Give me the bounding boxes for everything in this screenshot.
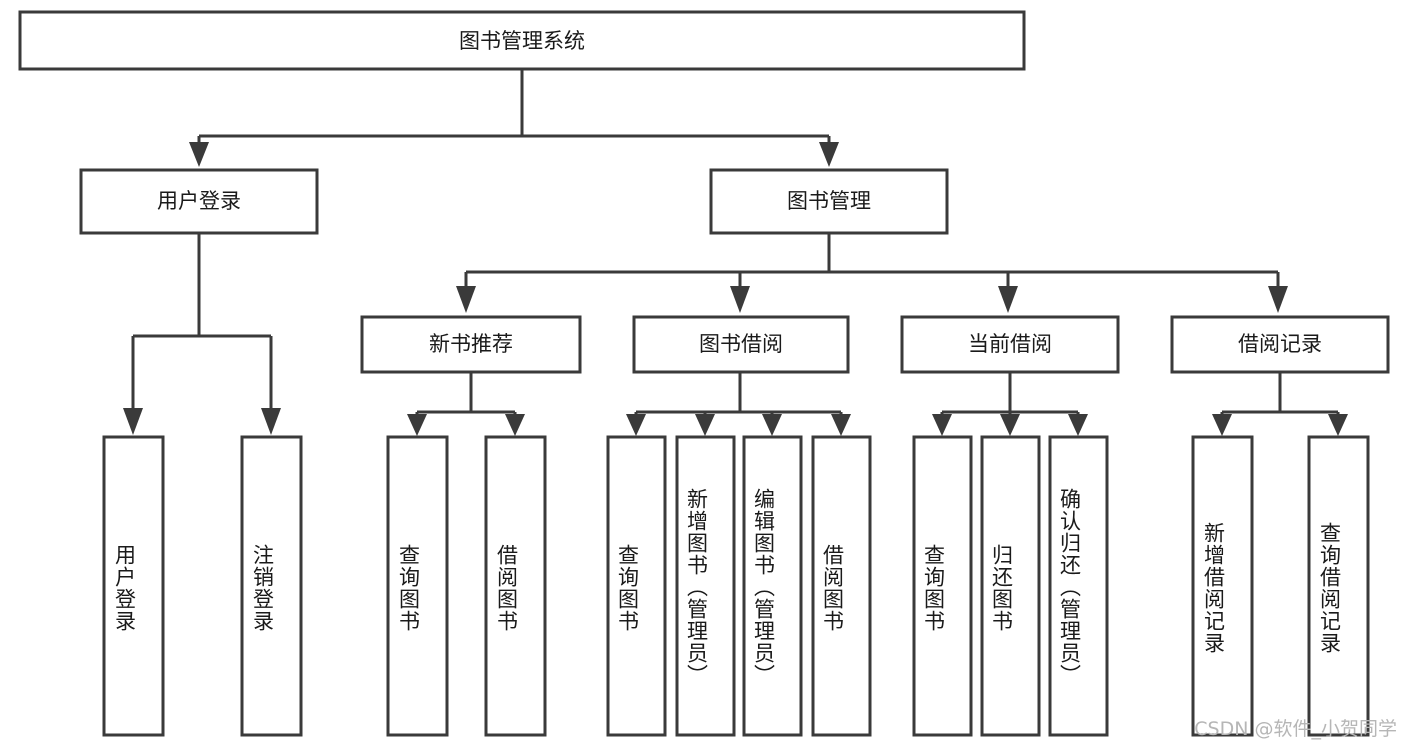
arrowhead-current-borrow [998,286,1018,313]
leaf-group-book-borrow [606,435,872,737]
node-user-login[interactable]: 用户登录 [79,168,319,235]
leaf-box-borrow-book-b[interactable] [811,435,872,737]
arrowhead-leaf-edit-book [762,414,782,436]
leaf-box-add-book[interactable] [675,435,736,737]
arrowhead-leaf-return-book [1000,414,1020,436]
node-new-book-recommend-label: 新书推荐 [429,332,513,356]
edge-group-borrowrecord-to-leaves [1212,372,1348,436]
arrowhead-user-login [189,142,209,167]
node-book-borrow-label: 图书借阅 [699,332,783,356]
arrowhead-leaf-query-book-a [407,414,427,436]
edge-group-root-to-level2 [189,69,839,167]
leaf-box-query-record[interactable] [1307,435,1370,737]
arrowhead-leaf-logout [261,408,281,435]
node-root[interactable]: 图书管理系统 [18,10,1026,71]
leaf-box-return-book[interactable] [980,435,1041,737]
leaf-box-query-book-a[interactable] [386,435,449,737]
arrowhead-book-manage [819,142,839,167]
node-root-box[interactable] [18,10,1026,71]
leaf-box-query-book-b[interactable] [606,435,667,737]
leaf-box-borrow-book-a[interactable] [484,435,547,737]
arrowhead-leaf-confirm-return [1068,414,1088,436]
leaf-box-confirm-return[interactable] [1048,435,1109,737]
arrowhead-leaf-add-record [1212,414,1232,436]
node-current-borrow-label: 当前借阅 [968,332,1052,356]
node-book-borrow[interactable]: 图书借阅 [632,315,850,374]
leaf-box-edit-book[interactable] [742,435,803,737]
arrowhead-book-borrow [730,286,750,313]
arrowhead-leaf-query-book-c [932,414,952,436]
leaf-box-logout[interactable] [240,435,303,737]
arrowhead-leaf-query-record [1328,414,1348,436]
csdn-watermark: CSDN @软件_小贺同学 [1194,718,1397,740]
node-current-borrow-box[interactable] [900,315,1120,374]
leaf-group-borrow-record [1191,435,1370,737]
leaf-group-current-borrow [912,435,1109,737]
node-book-borrow-box[interactable] [632,315,850,374]
node-book-manage-label: 图书管理 [787,189,871,213]
leaf-group-new-book-recommend [386,435,547,737]
node-new-book-recommend[interactable]: 新书推荐 [360,315,582,374]
node-user-login-label: 用户登录 [157,189,241,213]
node-borrow-record[interactable]: 借阅记录 [1170,315,1390,374]
edge-group-userlogin-to-leaves [123,233,281,435]
arrowhead-leaf-borrow-book-a [505,414,525,436]
leaf-box-query-book-c[interactable] [912,435,973,737]
arrowhead-new-book-recommend [456,286,476,313]
edge-group-bookmanage-to-level3 [456,233,1288,313]
arrowhead-leaf-query-book-b [626,414,646,436]
arrowhead-leaf-add-book [695,414,715,436]
node-root-label: 图书管理系统 [459,29,585,53]
edge-group-bookborrow-to-leaves [626,372,851,436]
node-book-manage[interactable]: 图书管理 [709,168,949,235]
node-borrow-record-box[interactable] [1170,315,1390,374]
node-book-manage-box[interactable] [709,168,949,235]
arrowhead-leaf-borrow-book-b [831,414,851,436]
leaf-group-user-login [102,435,303,737]
node-borrow-record-label: 借阅记录 [1238,332,1322,356]
arrowhead-borrow-record [1268,286,1288,313]
edge-group-newbook-to-leaves [407,372,525,436]
node-new-book-recommend-box[interactable] [360,315,582,374]
leaf-box-add-record[interactable] [1191,435,1254,737]
edge-group-currentborrow-to-leaves [932,372,1088,436]
node-current-borrow[interactable]: 当前借阅 [900,315,1120,374]
arrowhead-leaf-user-login [123,408,143,435]
leaf-box-user-login[interactable] [102,435,165,737]
node-user-login-box[interactable] [79,168,319,235]
